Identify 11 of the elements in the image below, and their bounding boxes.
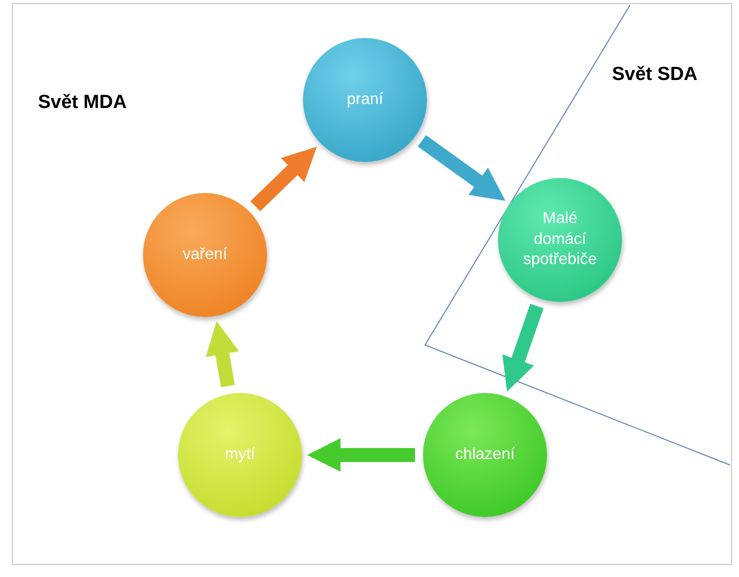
block-arrow — [250, 146, 317, 212]
block-arrow — [502, 304, 544, 392]
process-circle: chlazení — [423, 393, 547, 517]
region-label: Svět MDA — [38, 92, 127, 114]
block-arrow — [418, 135, 506, 201]
region-label: Svět SDA — [612, 64, 698, 86]
process-circle: Malé domácí spotřebiče — [498, 178, 622, 302]
process-circle: mytí — [178, 393, 302, 517]
process-circle: vaření — [143, 193, 267, 317]
process-circle: praní — [303, 38, 427, 162]
block-arrow — [206, 321, 239, 388]
